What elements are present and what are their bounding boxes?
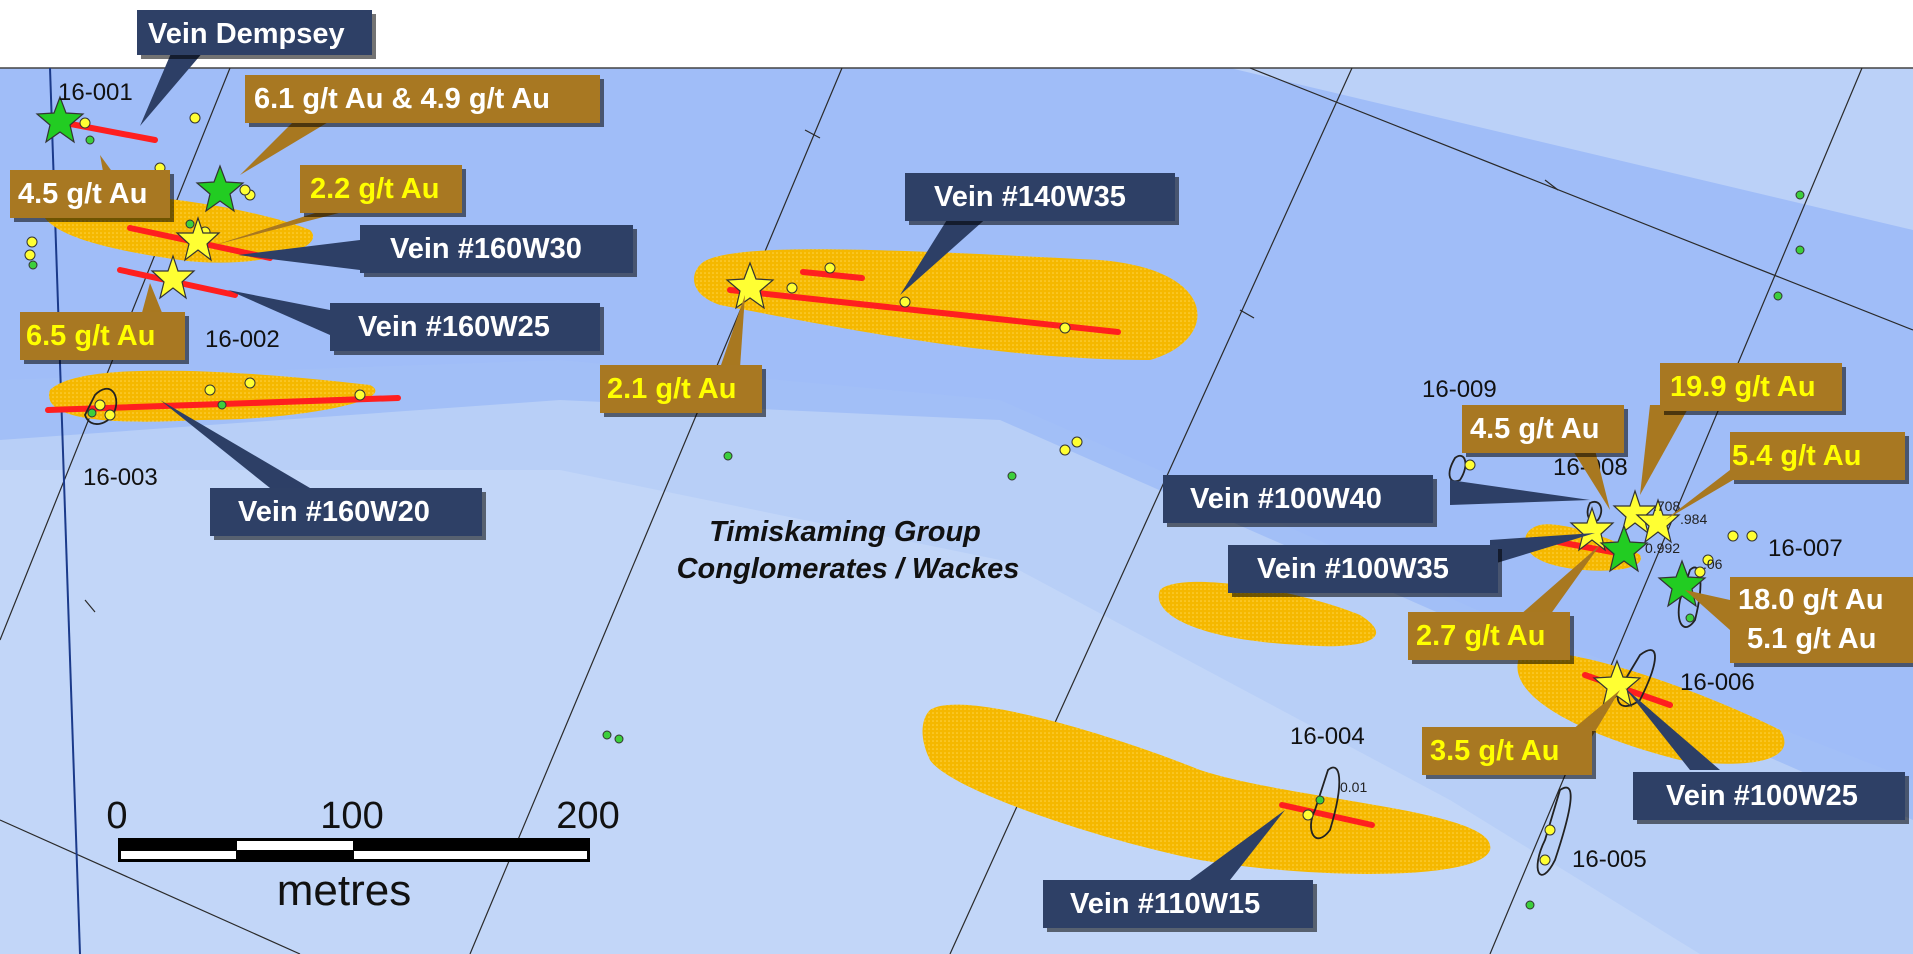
drill-hole-label: 16-001 bbox=[58, 79, 133, 106]
small-value: 0.01 bbox=[1340, 779, 1367, 795]
scale-tick-100: 100 bbox=[320, 795, 383, 837]
small-value: .984 bbox=[1680, 511, 1707, 527]
drill-hole-labels: 16-001 16-002 16-003 16-004 16-005 16-00… bbox=[58, 79, 1843, 873]
callout-boxes bbox=[10, 10, 1913, 928]
vein-label: Vein #160W30 bbox=[390, 233, 582, 265]
target-zones bbox=[40, 194, 1785, 874]
assay-stars bbox=[35, 95, 1707, 708]
small-value: .06 bbox=[1703, 556, 1723, 572]
assay-label: 6.5 g/t Au bbox=[26, 320, 155, 352]
star-yellow-icon bbox=[1635, 498, 1681, 544]
assay-label: 2.1 g/t Au bbox=[607, 373, 736, 405]
assay-label: 2.2 g/t Au bbox=[310, 173, 439, 205]
star-green-icon bbox=[1599, 524, 1649, 573]
drill-hole-label: 16-003 bbox=[83, 464, 158, 491]
upper-light-band bbox=[1230, 68, 1913, 230]
small-value: .708 bbox=[1653, 498, 1680, 514]
vein-label: Vein #160W20 bbox=[238, 496, 430, 528]
assay-label: 2.7 g/t Au bbox=[1416, 620, 1545, 652]
assay-label: 3.5 g/t Au bbox=[1430, 735, 1559, 767]
formation-title: Timiskaming Group bbox=[709, 516, 981, 548]
scale-tick-0: 0 bbox=[106, 795, 127, 837]
drill-hole-label: 16-006 bbox=[1680, 669, 1755, 696]
drill-hole-label: 16-005 bbox=[1572, 846, 1647, 873]
sample-points bbox=[24, 112, 1805, 910]
assay-label: 18.0 g/t Au bbox=[1738, 584, 1884, 616]
vein-label: Vein #140W35 bbox=[934, 181, 1126, 213]
assay-label: 5.4 g/t Au bbox=[1732, 440, 1861, 472]
assay-label: 4.5 g/t Au bbox=[1470, 413, 1599, 445]
star-yellow-icon bbox=[150, 254, 196, 300]
scale-tick-200: 200 bbox=[556, 795, 619, 837]
drill-hole-label: 16-009 bbox=[1422, 376, 1497, 403]
small-value: 0.992 bbox=[1645, 540, 1680, 556]
star-green-icon bbox=[1657, 559, 1707, 608]
star-yellow-icon bbox=[1592, 659, 1642, 708]
star-yellow-icon bbox=[175, 216, 221, 262]
vein-label: Vein #110W15 bbox=[1070, 888, 1260, 920]
star-yellow-icon bbox=[1569, 506, 1615, 552]
vein-label: Vein #100W25 bbox=[1666, 780, 1858, 812]
vein-label: Vein #100W35 bbox=[1257, 553, 1449, 585]
drill-hole-label: 16-002 bbox=[205, 326, 280, 353]
star-yellow-icon bbox=[725, 261, 775, 310]
star-green-icon bbox=[195, 164, 245, 213]
vein-label: Vein Dempsey bbox=[148, 18, 345, 50]
assay-label: 19.9 g/t Au bbox=[1670, 371, 1816, 403]
formation-subtitle: Conglomerates / Wackes bbox=[677, 553, 1020, 585]
scale-bar: 0 100 200 metres bbox=[106, 795, 619, 915]
assay-label: 6.1 g/t Au & 4.9 g/t Au bbox=[254, 83, 550, 115]
drill-hole-label: 16-007 bbox=[1768, 535, 1843, 562]
assay-label: 5.1 g/t Au bbox=[1747, 623, 1876, 655]
small-assay-values: 0.01 .06 0.992 .984 .708 bbox=[1340, 498, 1723, 795]
drill-hole-label: 16-004 bbox=[1290, 723, 1365, 750]
star-green-icon bbox=[35, 95, 85, 144]
star-yellow-icon bbox=[1612, 489, 1658, 535]
scale-unit: metres bbox=[277, 866, 411, 915]
callout-pointers bbox=[100, 44, 1750, 880]
assay-label: 4.5 g/t Au bbox=[18, 178, 147, 210]
vein-label: Vein #160W25 bbox=[358, 311, 550, 343]
vein-label: Vein #100W40 bbox=[1190, 483, 1382, 515]
